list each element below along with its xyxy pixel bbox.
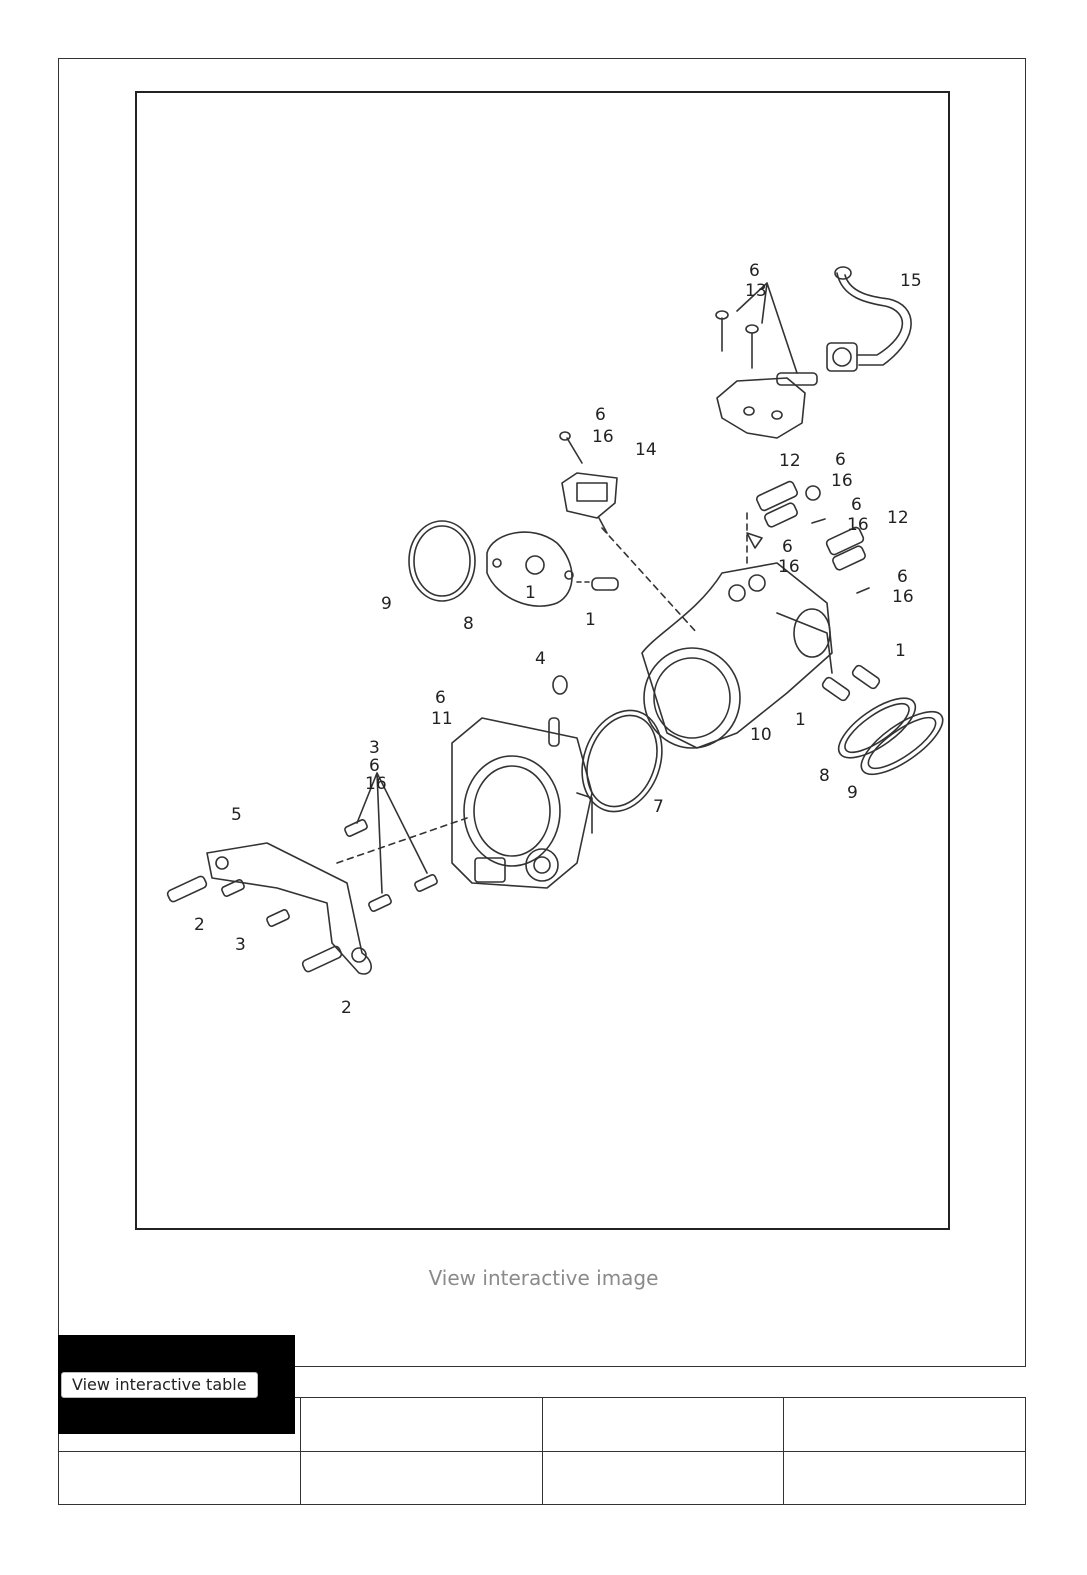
callout-label: 5 [231,805,242,825]
callout-labels: 6 13 15 6 16 14 12 6 16 6 16 12 6 16 6 1… [194,261,922,1018]
callout-label: 6 [851,495,862,515]
table-cell [299,1451,543,1505]
callout-label: 9 [847,783,858,803]
table-cell [541,1451,785,1505]
exploded-parts-diagram: 6 13 15 6 16 14 12 6 16 6 16 12 6 16 6 1… [135,91,950,1230]
left-seal-parts [408,520,619,607]
callout-label: 11 [431,709,453,729]
callout-label: 16 [892,587,914,607]
bracket-part [166,772,468,975]
intake-manifold-part [601,512,833,749]
callout-label: 12 [779,451,801,471]
callout-label: 10 [750,725,772,745]
callout-label: 6 [749,261,760,281]
right-seal-parts [821,664,944,776]
throttle-body-part [451,717,593,889]
callout-label: 12 [887,508,909,528]
callout-label: 6 [595,405,606,425]
map-sensor-part [559,431,618,534]
callout-label: 16 [778,557,800,577]
fuel-injector-parts [746,480,870,594]
callout-label: 13 [745,281,767,301]
callout-label: 7 [653,797,664,817]
callout-label: 2 [341,998,352,1018]
callout-label: 3 [369,738,380,758]
callout-label: 16 [592,427,614,447]
view-interactive-image-link[interactable]: View interactive image [428,1266,659,1290]
callout-label: 1 [585,610,596,630]
callout-label: 6 [435,688,446,708]
callout-label: 1 [525,583,536,603]
callout-label: 6 [835,450,846,470]
table-cell [541,1397,785,1452]
callout-label: 6 [782,537,793,557]
callout-label: 4 [535,649,546,669]
callout-label: 8 [463,614,474,634]
table-cell [783,1397,1026,1452]
fuel-line-part [826,266,912,372]
callout-label: 6 [897,567,908,587]
callout-label: 9 [381,594,392,614]
callout-label: 16 [365,774,387,794]
callout-label: 14 [635,440,657,460]
diagram-drawing: 6 13 15 6 16 14 12 6 16 6 16 12 6 16 6 1… [166,261,944,1018]
figure-frame [58,58,1026,1367]
gasket-part [552,675,663,813]
fuel-rail-part [715,282,818,439]
callout-label: 15 [900,271,922,291]
table-cell [299,1397,543,1452]
view-interactive-table-button[interactable]: View interactive table [61,1372,258,1398]
callout-label: 3 [235,935,246,955]
callout-label: 1 [795,710,806,730]
callout-label: 2 [194,915,205,935]
callout-label: 8 [819,766,830,786]
callout-label: 16 [831,471,853,491]
callout-label: 16 [847,515,869,535]
table-cell [58,1451,301,1505]
table-cell [783,1451,1026,1505]
callout-label: 1 [895,641,906,661]
table-row [58,1451,1026,1505]
callout-label: 6 [369,756,380,776]
